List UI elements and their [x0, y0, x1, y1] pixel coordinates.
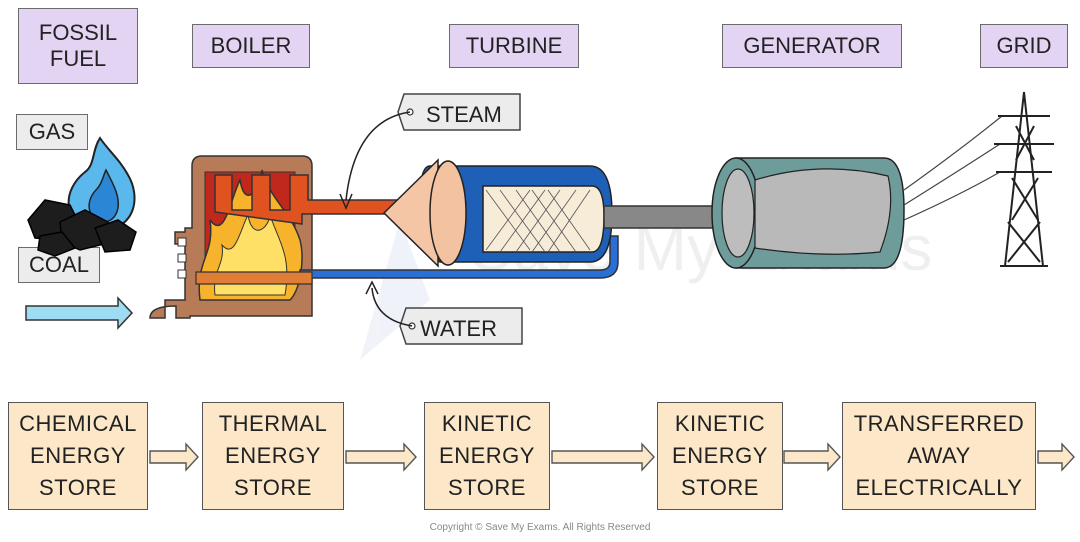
- gas-flame-icon: [67, 136, 136, 234]
- stage-label-grid: GRID: [980, 24, 1068, 68]
- water-callout: WATER: [365, 280, 523, 345]
- fuel-label-gas: GAS: [16, 114, 88, 150]
- energy-box-kinetic-generator: KINETIC ENERGY STORE: [657, 402, 783, 510]
- stage-label-turbine: TURBINE: [449, 24, 579, 68]
- stage-label-fossil-fuel: FOSSIL FUEL: [18, 8, 138, 84]
- stage-label-generator: GENERATOR: [722, 24, 902, 68]
- energy-chain-arrows: [149, 442, 1075, 472]
- svg-text:WATER: WATER: [420, 316, 497, 341]
- fuel-input-arrow: [25, 296, 134, 330]
- energy-box-electrical: TRANSFERRED AWAY ELECTRICALLY: [842, 402, 1036, 510]
- stage-label-boiler: BOILER: [192, 24, 310, 68]
- transmission-wires: [903, 115, 1003, 221]
- chain-arrow-5: [1037, 442, 1075, 472]
- svg-text:STEAM: STEAM: [426, 102, 502, 127]
- energy-box-thermal: THERMAL ENERGY STORE: [202, 402, 344, 510]
- coal-icon: [27, 199, 137, 257]
- copyright-notice: Copyright © Save My Exams. All Rights Re…: [429, 522, 651, 533]
- pylon-icon: [994, 91, 1054, 267]
- chain-arrow-3: [551, 442, 655, 472]
- chain-arrow-1: [149, 442, 199, 472]
- energy-box-chemical: CHEMICAL ENERGY STORE: [8, 402, 148, 510]
- steam-callout: STEAM: [339, 93, 521, 210]
- generator: [711, 157, 905, 269]
- chain-arrow-2: [345, 442, 417, 472]
- chain-arrow-4: [783, 442, 841, 472]
- turbine: [382, 158, 613, 268]
- energy-box-kinetic-turbine: KINETIC ENERGY STORE: [424, 402, 550, 510]
